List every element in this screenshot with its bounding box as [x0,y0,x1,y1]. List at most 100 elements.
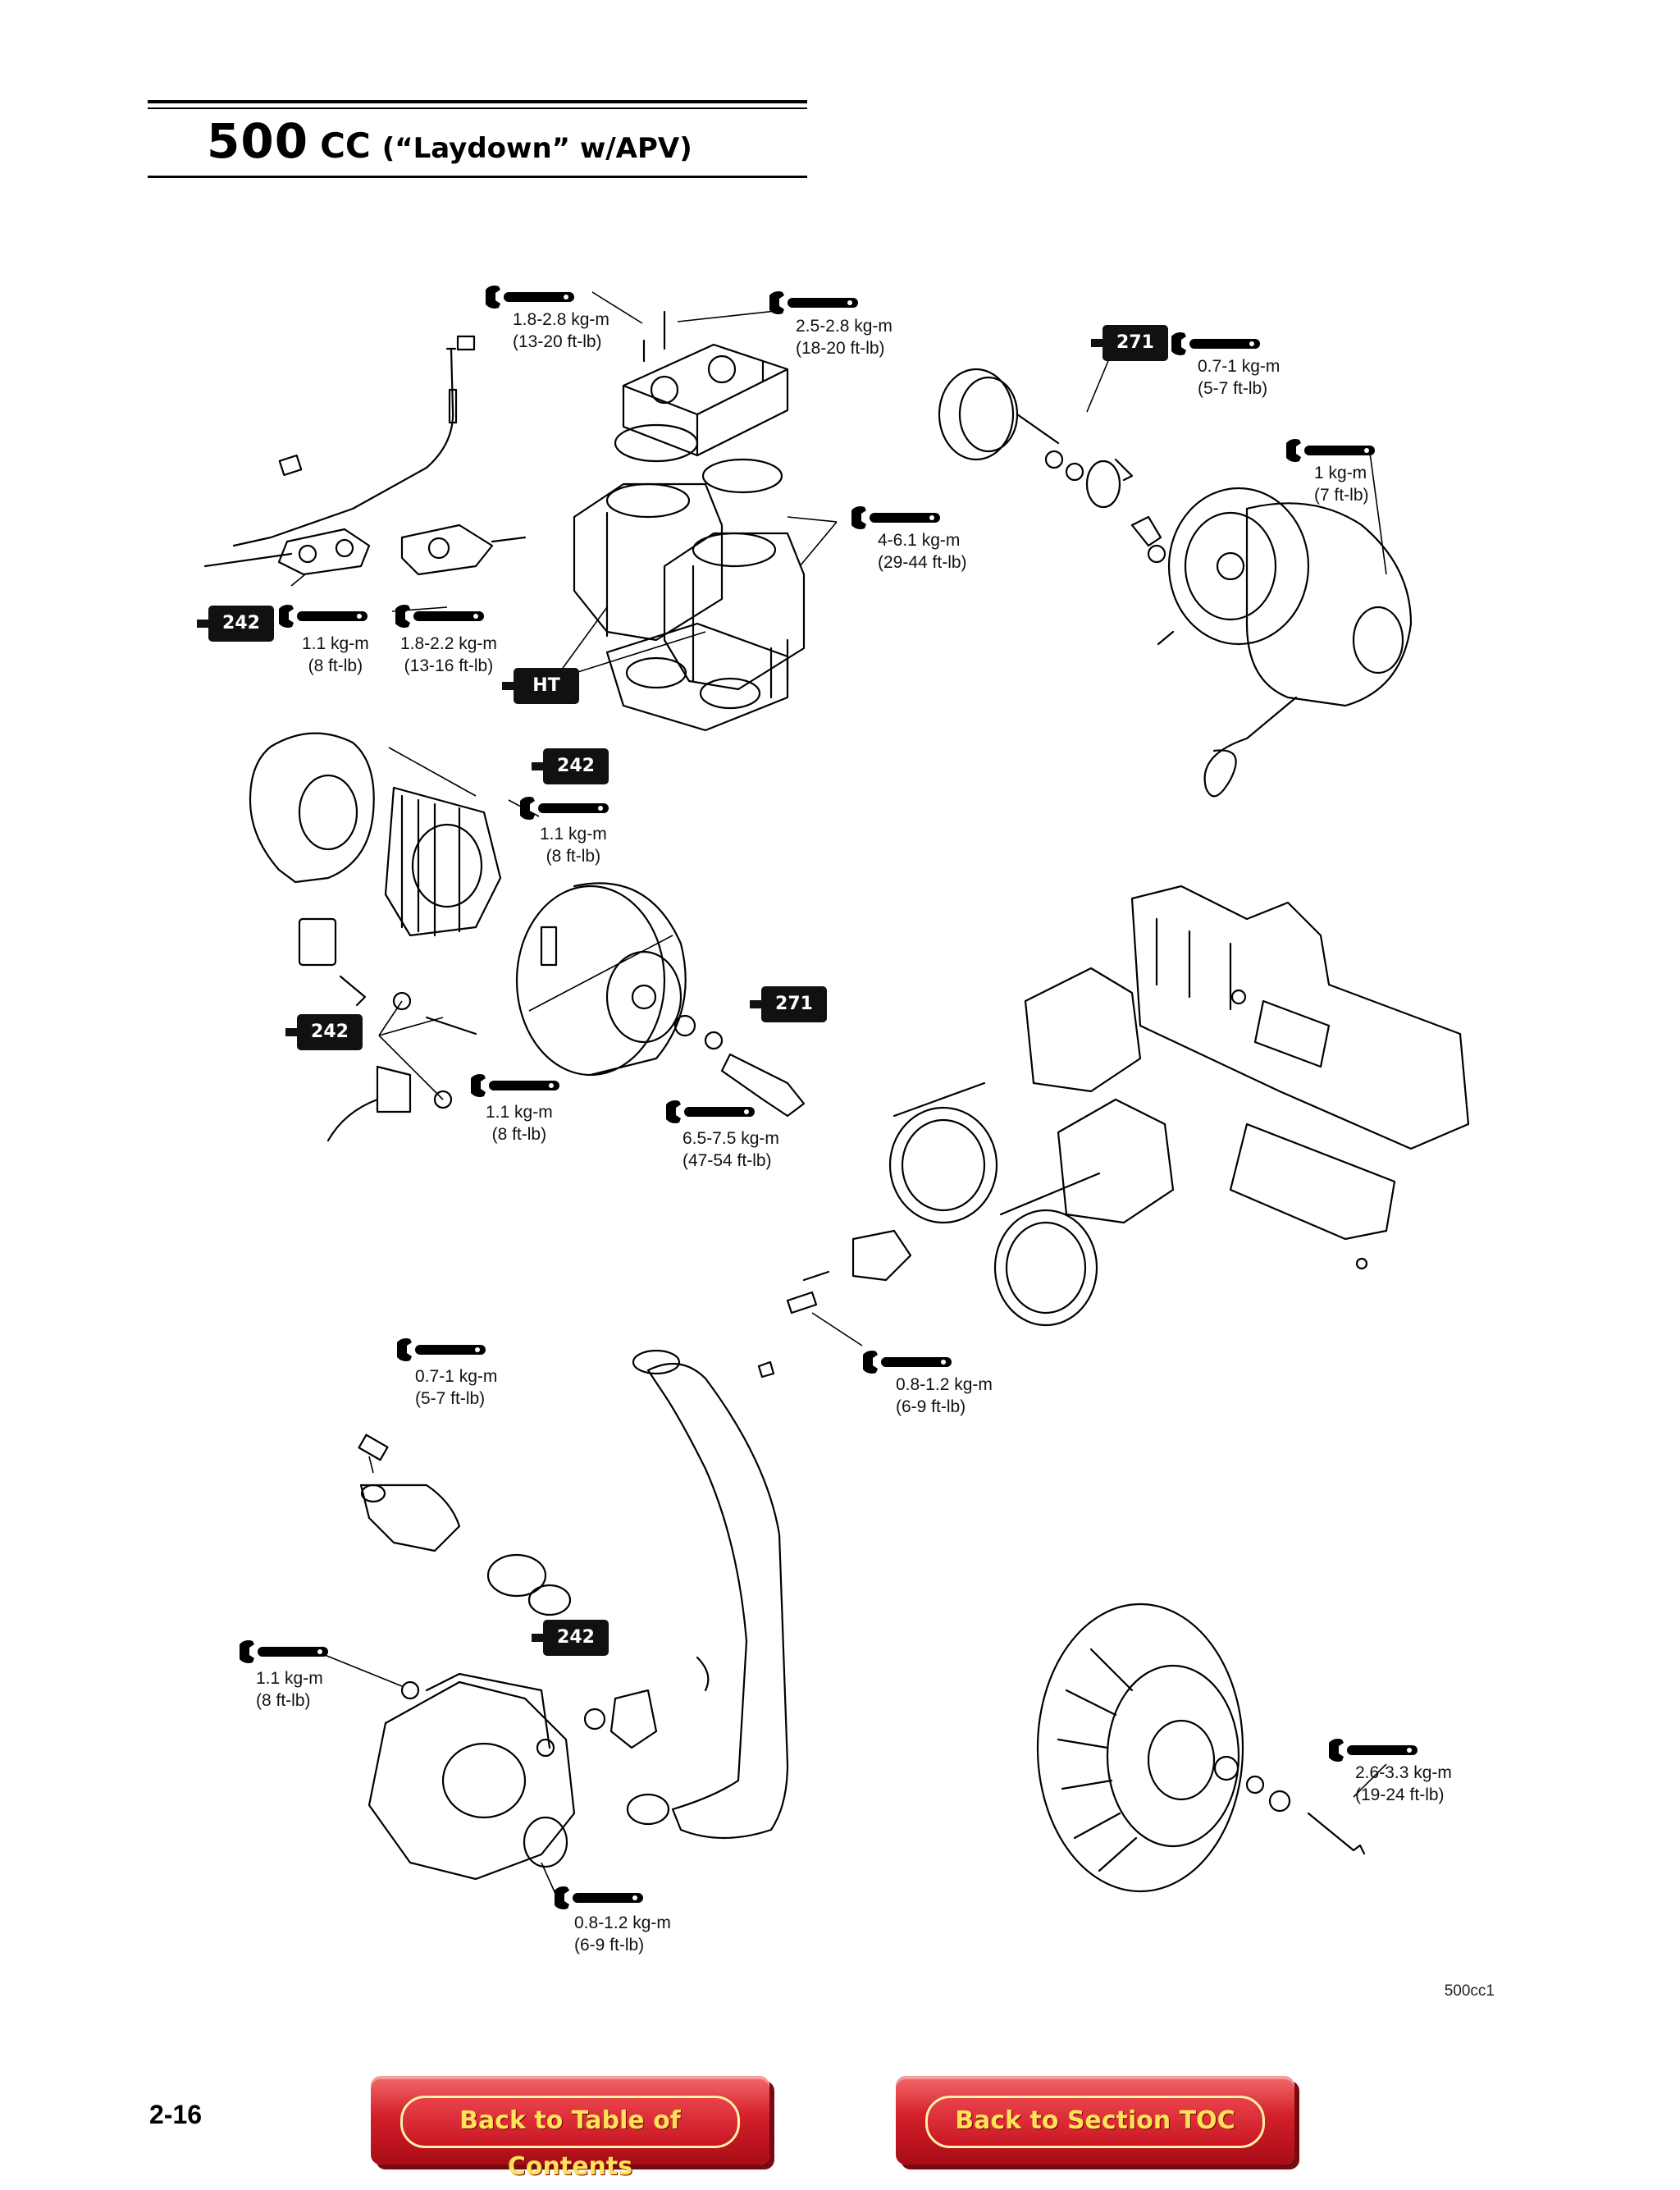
apv-cable-part [232,335,476,547]
torque-imperial: (47-54 ft-lb) [682,1151,772,1170]
torque-wrench-icon [240,1640,328,1663]
torque-drive-pulley-bolt: 2.6-3.3 kg-m (19-24 ft-lb) [1355,1762,1452,1806]
torque-imperial: (29-44 ft-lb) [878,553,967,572]
torque-wrench-icon [1329,1739,1418,1762]
callout-trigger-coil-screw [471,1072,561,1100]
torque-imperial: (13-20 ft-lb) [513,332,602,351]
torque-metric: 0.8-1.2 kg-m [896,1375,993,1394]
header-rule-top [148,100,807,103]
cylinder-block-part [573,482,806,699]
torque-metric: 1 kg-m [1314,464,1367,482]
title-variant: (“Laydown” w/APV) [381,132,692,165]
torque-metric: 0.7-1 kg-m [1198,357,1281,376]
torque-wrench-icon [471,1074,559,1097]
callout-rewind-bolt [1171,330,1262,358]
torque-cylinder-nuts: 4-6.1 kg-m (29-44 ft-lb) [878,529,967,574]
coolant-hose-part [626,1349,789,1840]
thermostat-housing-part [358,1433,572,1616]
callout-apv-bolt [395,602,486,630]
header-rule-bottom [148,176,807,178]
torque-metric: 6.5-7.5 kg-m [682,1129,779,1148]
loctite-tag: 271 [1091,325,1168,361]
callout-cylinder-nuts [851,504,942,532]
torque-imperial: (8 ft-lb) [256,1691,311,1710]
torque-metric: 4-6.1 kg-m [878,531,961,550]
torque-water-pump-screw: 1.1 kg-m (8 ft-lb) [256,1667,323,1712]
torque-metric: 1.1 kg-m [540,825,607,844]
callout-spark-plugs [769,289,860,317]
loctite-tag: 271 [750,986,827,1022]
back-to-toc-label: Back to Table of Contents [400,2096,740,2181]
page-title: 500 CC (“Laydown” w/APV) [207,113,692,169]
back-to-toc-button[interactable]: Back to Table of Contents [371,2076,769,2181]
torque-magneto-bolt: 6.5-7.5 kg-m (47-54 ft-lb) [682,1127,779,1172]
torque-wrench-icon [851,506,940,529]
torque-spark-plugs: 2.5-2.8 kg-m (18-20 ft-lb) [796,315,892,359]
torque-imperial: (18-20 ft-lb) [796,339,885,358]
torque-metric: 0.8-1.2 kg-m [574,1913,671,1932]
torque-wrench-icon [397,1338,486,1361]
torque-metric: 1.8-2.2 kg-m [400,634,497,653]
torque-imperial: (5-7 ft-lb) [1198,379,1268,398]
torque-wrench-icon [666,1100,755,1123]
intake-manifold-part [786,885,1470,1327]
callout-water-pump-housing [555,1884,645,1912]
driven-pulley-part [1036,1602,1366,1893]
torque-metric: 1.1 kg-m [486,1103,553,1122]
torque-imperial: (6-9 ft-lb) [574,1936,645,1955]
torque-metric: 1.1 kg-m [256,1669,323,1688]
torque-metric: 1.1 kg-m [302,634,369,653]
torque-wrench-icon [1286,439,1375,462]
torque-rewind-cover: 1 kg-m (7 ft-lb) [1314,462,1369,506]
torque-wrench-icon [769,291,858,314]
loctite-tag: 242 [285,1014,363,1050]
torque-imperial: (7 ft-lb) [1314,486,1369,505]
figure-code: 500cc1 [1444,1982,1495,2000]
callout-magneto-bolt [666,1098,756,1126]
torque-metric: 0.7-1 kg-m [415,1367,498,1386]
torque-wrench-icon [555,1886,643,1909]
water-pump-part [368,1656,710,1881]
sealant-tag-ht: HT [502,668,579,704]
callout-water-pump-screw [240,1638,330,1666]
torque-water-pump-housing: 0.8-1.2 kg-m (6-9 ft-lb) [574,1912,671,1956]
loctite-tag: 242 [532,748,609,784]
torque-imperial: (8 ft-lb) [308,656,363,675]
callout-apv-cover-screw [279,602,369,630]
torque-metric: 2.6-3.3 kg-m [1355,1763,1452,1782]
torque-wrench-icon [279,605,368,628]
torque-wrench-icon [520,797,609,820]
callout-drive-pulley-bolt [1329,1736,1419,1764]
loctite-tag: 242 [197,606,274,642]
torque-apv-cover-screw: 1.1 kg-m (8 ft-lb) [302,633,369,677]
title-displacement: 500 [207,113,309,169]
torque-imperial: (5-7 ft-lb) [415,1389,486,1408]
back-to-section-toc-button[interactable]: Back to Section TOC [896,2076,1294,2165]
callout-intake-bracket-bolt [863,1348,953,1376]
torque-metric: 1.8-2.8 kg-m [513,310,609,329]
cylinder-head-part [614,310,789,494]
torque-head-bolts: 1.8-2.8 kg-m (13-20 ft-lb) [513,309,609,353]
torque-wrench-icon [486,286,574,309]
title-unit: CC [320,126,371,166]
header-rule-top-2 [148,107,807,109]
torque-wrench-icon [863,1351,952,1374]
callout-thermostat-bolt [397,1336,487,1364]
stator-part [249,732,502,1142]
torque-wrench-icon [1171,332,1260,355]
callout-head-bolts [486,283,576,311]
base-gasket-part [605,622,789,732]
callout-rewind-cover [1286,437,1376,464]
apv-housing-part [203,523,527,576]
torque-metric: 2.5-2.8 kg-m [796,317,892,336]
torque-apv-bolt: 1.8-2.2 kg-m (13-16 ft-lb) [400,633,497,677]
torque-intake-bracket-bolt: 0.8-1.2 kg-m(6-9 ft-lb) [896,1374,993,1418]
torque-imperial: (13-16 ft-lb) [404,656,494,675]
page-number: 2-16 [149,2100,203,2129]
torque-thermostat-bolt: 0.7-1 kg-m (5-7 ft-lb) [415,1365,497,1410]
torque-imperial: (19-24 ft-lb) [1355,1785,1445,1804]
torque-imperial: (8 ft-lb) [546,847,601,866]
flywheel-part [515,882,806,1118]
back-to-section-toc-label: Back to Section TOC [925,2096,1265,2148]
